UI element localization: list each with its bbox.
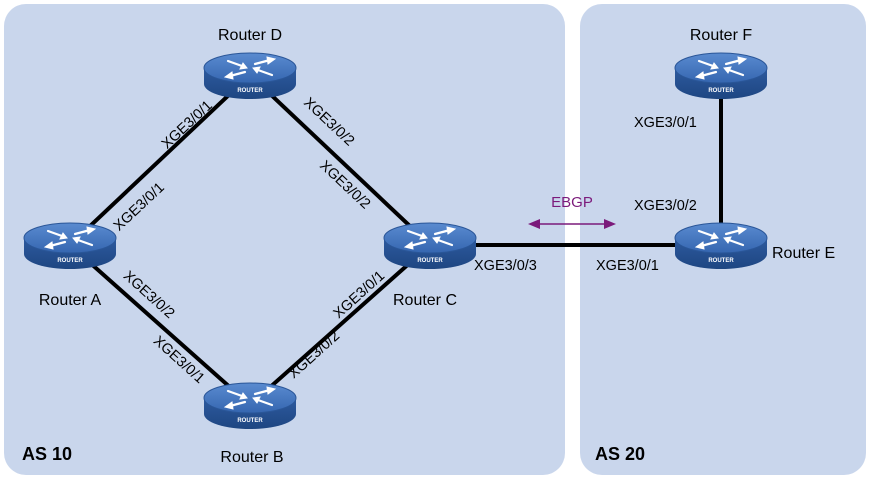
router-c-badge: ROUTER: [417, 258, 443, 264]
router-d-name: Router D: [218, 27, 282, 44]
router-d-icon: ROUTER: [202, 51, 298, 101]
as20-label: AS 20: [595, 444, 645, 464]
link-a-b: [68, 243, 252, 407]
router-b-icon: ROUTER: [202, 381, 298, 431]
router-b-name: Router B: [220, 449, 283, 466]
router-c-name: Router C: [393, 292, 457, 309]
router-f-name: Router F: [690, 27, 752, 44]
as10-label: AS 10: [22, 444, 72, 464]
router-f-badge: ROUTER: [708, 88, 734, 94]
as10-area: [4, 4, 565, 475]
router-a-name: Router A: [39, 292, 102, 309]
iface-f-ef: XGE3/0/1: [634, 115, 697, 131]
link-b-c: [248, 243, 432, 407]
iface-e-ce: XGE3/0/1: [596, 258, 659, 274]
router-e-badge: ROUTER: [708, 258, 734, 264]
router-c-icon: ROUTER: [382, 221, 478, 271]
ebgp-label: EBGP: [551, 194, 593, 211]
router-f-icon: ROUTER: [673, 51, 769, 101]
link-a-d: [68, 73, 252, 247]
router-e-icon: ROUTER: [673, 221, 769, 271]
router-e-name: Router E: [772, 245, 835, 262]
router-a-icon: ROUTER: [22, 221, 118, 271]
router-d-badge: ROUTER: [237, 88, 263, 94]
iface-e-ef: XGE3/0/2: [634, 198, 697, 214]
router-a-badge: ROUTER: [57, 258, 83, 264]
ebgp-arrow: [528, 219, 616, 229]
iface-c-ce: XGE3/0/3: [474, 258, 537, 274]
router-b-badge: ROUTER: [237, 418, 263, 424]
link-d-c: [248, 73, 432, 247]
